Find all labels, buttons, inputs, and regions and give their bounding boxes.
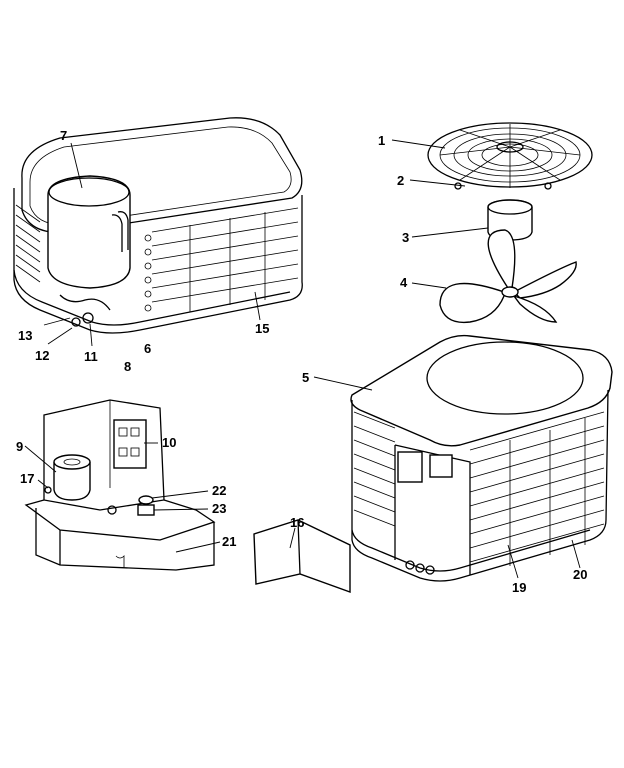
callout-6: 6 [144,341,151,356]
fan-blade [439,229,577,324]
callouts: 1 2 3 4 5 6 7 8 9 10 11 12 13 15 16 17 1… [16,128,587,595]
run-capacitor [53,454,91,501]
coil-base-assembly [13,117,303,334]
callout-21: 21 [222,534,236,549]
callout-19: 19 [512,580,526,595]
callout-15: 15 [255,321,269,336]
callout-22: 22 [212,483,226,498]
callout-1: 1 [378,133,385,148]
callout-20: 20 [573,567,587,582]
access-panel [253,519,351,593]
callout-16: 16 [290,515,304,530]
control-box [24,399,216,571]
callout-5: 5 [302,370,309,385]
cabinet-assembly [350,334,613,582]
callout-10: 10 [162,435,176,450]
callout-4: 4 [400,275,408,290]
compressor [47,175,131,289]
callout-9: 9 [16,439,23,454]
callout-13: 13 [18,328,32,343]
callout-12: 12 [35,348,49,363]
leader-lines [24,139,581,579]
contactor [113,419,147,469]
callout-11: 11 [84,349,98,364]
callout-23: 23 [212,501,226,516]
callout-7: 7 [60,128,67,143]
fan-guard [427,122,593,190]
callout-3: 3 [402,230,409,245]
callout-8: 8 [124,359,131,374]
callout-2: 2 [397,173,404,188]
callout-17: 17 [20,471,34,486]
